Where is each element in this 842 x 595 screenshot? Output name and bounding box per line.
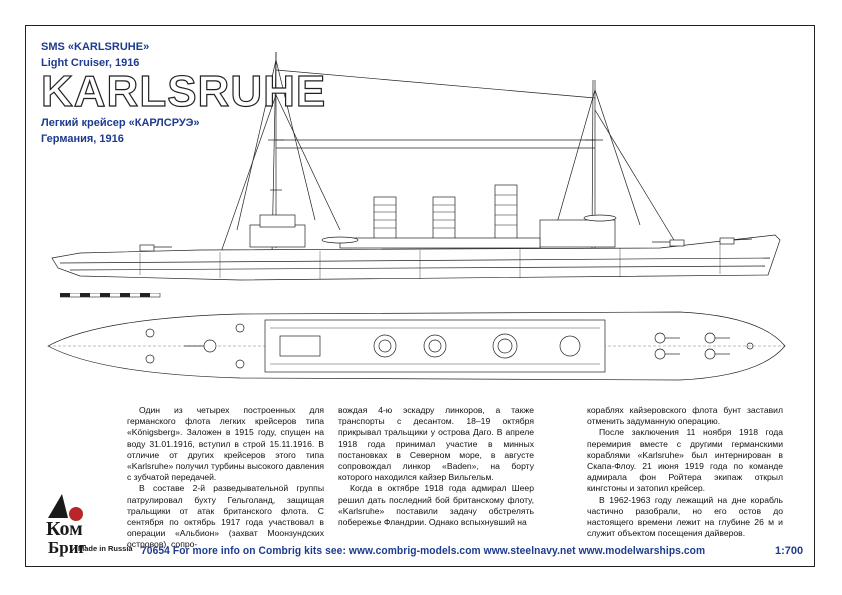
logo-triangle-icon: [48, 494, 83, 521]
footer-info: 70654 For more info on Combrig kits see:…: [141, 545, 706, 557]
subtitle-english: Light Cruiser, 1916: [41, 57, 140, 69]
paragraph: Один из четырех построенных для германск…: [127, 405, 324, 483]
page-frame: [25, 25, 815, 567]
ship-plan-drawing: [47, 311, 786, 381]
paragraph: кораблях кайзеровского флота бунт застав…: [587, 405, 783, 427]
title-block: SMS «KARLSRUHE» Light Cruiser, 1916: [41, 40, 241, 70]
article-column-2: вождая 4-ю эскадру линкоров, а также тра…: [338, 405, 534, 528]
ship-name-outline: KARLSRUHE: [40, 67, 327, 116]
paragraph: После заключения 11 ноября 1918 года пер…: [587, 427, 783, 494]
logo-text-kom: Ком: [46, 518, 83, 540]
article-column-1: Один из четырех построенных для германск…: [127, 405, 324, 551]
paragraph: Когда в октябре 1918 года адмирал Шеер р…: [338, 483, 534, 528]
paragraph: вождая 4-ю эскадру линкоров, а также тра…: [338, 405, 534, 483]
title-english: SMS «KARLSRUHE»: [41, 41, 150, 53]
subtitle-russian: Германия, 1916: [41, 133, 124, 145]
scale-bar: [60, 293, 161, 298]
combrig-logo: Ком Бриг Made in Russia: [36, 488, 136, 560]
logo-text-brig: Бриг: [48, 538, 87, 557]
ship-profile-drawing: [51, 51, 781, 281]
paragraph: В составе 2-й разведывательной группы па…: [127, 483, 324, 550]
scale-label: 1:700: [775, 545, 804, 557]
article-column-3: кораблях кайзеровского флота бунт застав…: [587, 405, 783, 539]
made-in-russia: Made in Russia: [78, 544, 133, 553]
title-russian: Легкий крейсер «КАРЛСРУЭ»: [41, 117, 200, 129]
paragraph: В 1962-1963 году лежащий на дне корабль …: [587, 494, 783, 539]
